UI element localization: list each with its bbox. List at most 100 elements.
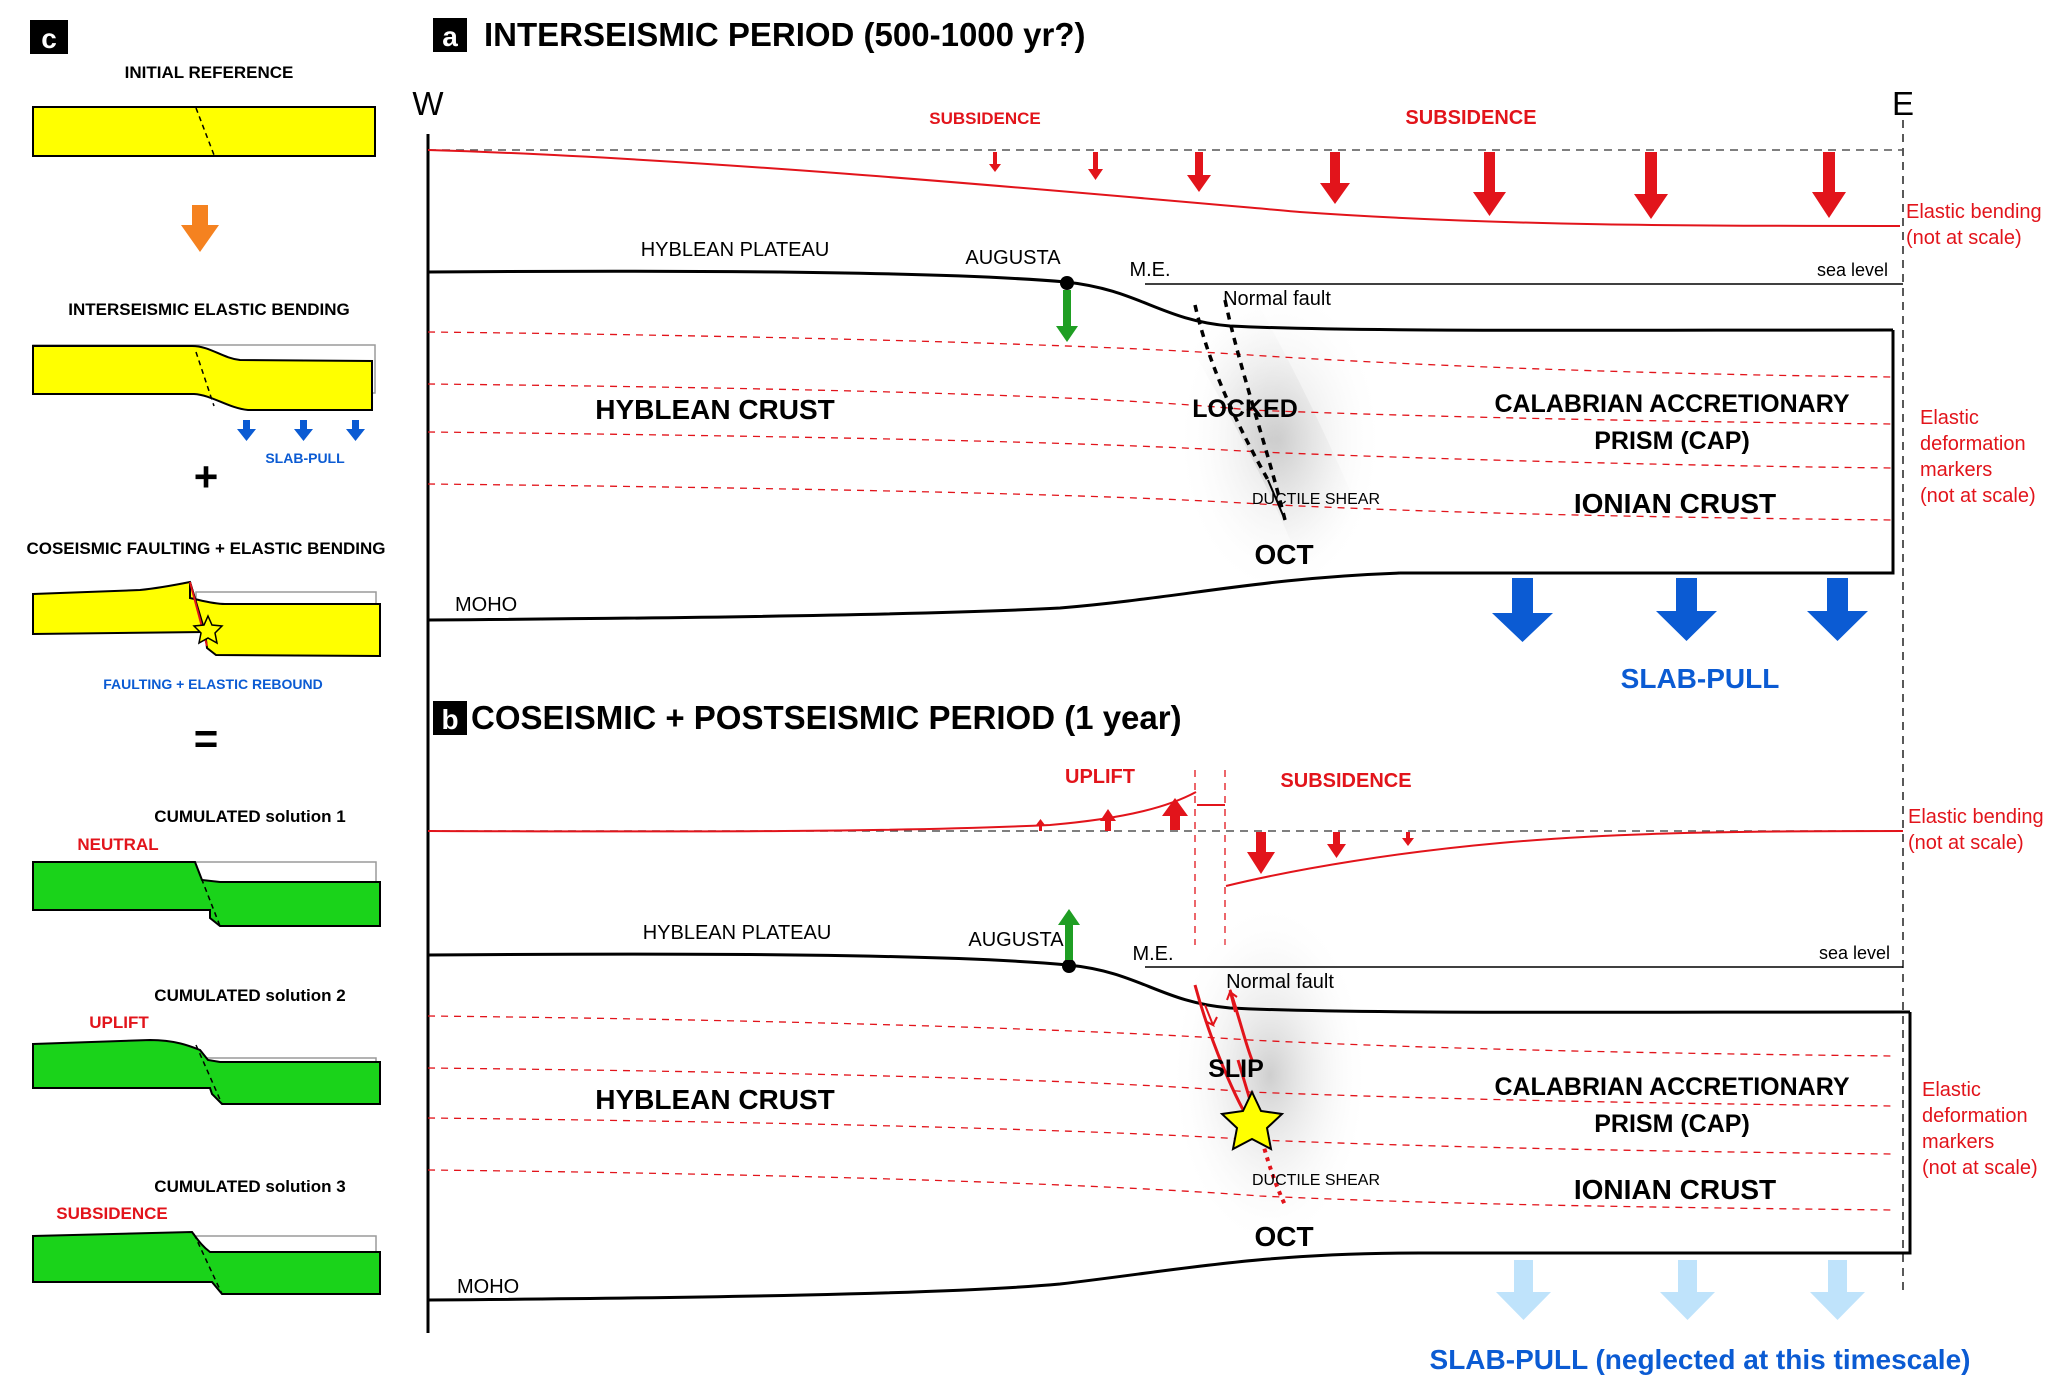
a-locked-label: LOCKED — [1192, 395, 1298, 423]
b-slip-arrow-left — [1204, 1004, 1218, 1028]
a-slab-pull-arrows — [1492, 578, 1868, 642]
a-markers-line2: deformation — [1920, 433, 2026, 455]
red-down-arrow — [1088, 152, 1103, 180]
b-sea-level-label: sea level — [1819, 943, 1890, 963]
a-fault-tip — [1267, 479, 1286, 521]
solution1-label: CUMULATED solution 1 — [154, 807, 345, 826]
small-blue-arrow — [346, 420, 365, 441]
a-cap-line1: CALABRIAN ACCRETIONARY — [1494, 390, 1849, 418]
small-blue-arrow — [294, 420, 313, 441]
red-down-arrow — [1247, 832, 1275, 874]
small-blue-arrow — [237, 420, 256, 441]
b-oct-label: OCT — [1254, 1221, 1313, 1252]
b-markers-line4: (not at scale) — [1922, 1157, 2038, 1179]
a-augusta-point — [1060, 276, 1074, 290]
coseismic-footwall-block — [32, 580, 207, 636]
panel-b-title: COSEISMIC + POSTSEISMIC PERIOD (1 year) — [471, 699, 1182, 736]
b-fault-dotted — [1260, 1139, 1287, 1206]
b-fault-zone-shading — [1170, 900, 1370, 1250]
a-subsidence-arrows — [989, 152, 1846, 219]
a-markers-line1: Elastic — [1920, 407, 1979, 429]
a-me-label: M.E. — [1129, 259, 1170, 281]
solution3-label: CUMULATED solution 3 — [154, 1177, 345, 1196]
coseismic-star-icon — [192, 614, 224, 645]
a-elastic-bending-line2: (not at scale) — [1906, 227, 2022, 249]
a-markers-line4: (not at scale) — [1920, 485, 2036, 507]
a-ionian-crust: IONIAN CRUST — [1574, 488, 1776, 519]
b-markers-line3: markers — [1922, 1131, 1994, 1153]
a-subsidence-large: SUBSIDENCE — [1405, 107, 1536, 129]
interseismic-bending-label: INTERSEISMIC ELASTIC BENDING — [68, 300, 349, 319]
solution2-label: CUMULATED solution 2 — [154, 986, 345, 1005]
marker-line — [427, 331, 1894, 378]
coseismic-faulting-label: COSEISMIC FAULTING + ELASTIC BENDING — [26, 539, 385, 558]
b-moho-line — [427, 1251, 1421, 1302]
solution2-state: UPLIFT — [89, 1013, 149, 1032]
a-topographic-surface — [427, 269, 1894, 332]
solution3-fault — [193, 1233, 223, 1295]
a-markers-line3: markers — [1920, 459, 1992, 481]
light-blue-down-arrow — [1660, 1260, 1715, 1320]
initial-reference-label: INITIAL REFERENCE — [125, 63, 294, 82]
panel-b-badge-label: b — [441, 704, 458, 735]
b-subsidence-curve — [1225, 830, 1904, 887]
b-elastic-bending-line2: (not at scale) — [1908, 832, 2024, 854]
plus-sign: + — [194, 453, 219, 500]
b-slip-arrow-right — [1226, 988, 1238, 1013]
b-normal-fault-label: Normal fault — [1226, 971, 1334, 993]
faulting-rebound-label: FAULTING + ELASTIC REBOUND — [103, 676, 322, 692]
a-prism-box — [1400, 330, 1895, 575]
red-down-arrow — [1402, 832, 1414, 846]
b-fault-slip-line-3 — [1236, 1059, 1252, 1101]
b-fault-slip-line-2 — [1228, 989, 1254, 1061]
solution1-fault — [194, 861, 221, 927]
light-blue-down-arrow — [1810, 1260, 1865, 1320]
equals-sign: = — [194, 715, 219, 762]
b-markers-line1: Elastic — [1922, 1079, 1981, 1101]
b-ductile-shear: DUCTILE SHEAR — [1252, 1172, 1380, 1189]
b-elastic-bending-line1: Elastic bending — [1908, 806, 2044, 828]
red-down-arrow — [1327, 832, 1346, 858]
b-uplift-curve — [427, 791, 1197, 833]
solution1-state: NEUTRAL — [77, 835, 158, 854]
a-augusta-label: AUGUSTA — [965, 247, 1061, 269]
b-markers-line2: deformation — [1922, 1105, 2028, 1127]
b-prism-box — [1420, 1012, 1912, 1255]
a-subsidence-small: SUBSIDENCE — [929, 109, 1040, 128]
a-hyblean-plateau: HYBLEAN PLATEAU — [641, 239, 830, 261]
marker-line — [427, 1169, 1894, 1211]
red-down-arrow — [1812, 152, 1846, 218]
blue-down-arrow — [1492, 578, 1553, 642]
orange-down-arrow — [181, 205, 219, 252]
marker-line — [427, 1067, 1894, 1107]
interseismic-bent-block — [32, 345, 373, 411]
b-augusta-green-arrow — [1058, 909, 1080, 960]
b-topographic-surface — [427, 952, 1911, 1014]
interseismic-fault — [195, 351, 215, 407]
b-uplift-arrows — [1036, 798, 1188, 831]
panel-b: b COSEISMIC + POSTSEISMIC PERIOD (1 year… — [427, 699, 2044, 1375]
b-cap-line2: PRISM (CAP) — [1594, 1110, 1750, 1138]
a-normal-fault-2 — [1223, 299, 1287, 521]
a-normal-fault-label: Normal fault — [1223, 288, 1331, 310]
marker-line — [427, 1015, 1894, 1057]
solution3-state: SUBSIDENCE — [56, 1204, 167, 1223]
red-up-arrow — [1036, 819, 1045, 831]
red-down-arrow — [989, 152, 1001, 172]
b-earthquake-star-icon — [1219, 1089, 1285, 1151]
blue-down-arrow — [1807, 578, 1868, 641]
slab-pull-small-arrows — [237, 420, 365, 441]
solution3-block — [32, 1230, 381, 1295]
red-up-arrow — [1100, 809, 1116, 831]
marker-line — [427, 383, 1894, 425]
panel-b-badge — [433, 701, 467, 735]
blue-down-arrow — [1656, 578, 1717, 641]
b-slab-pull-label: SLAB-PULL (neglected at this timescale) — [1430, 1344, 1971, 1375]
b-hyblean-crust: HYBLEAN CRUST — [595, 1084, 835, 1115]
light-blue-down-arrow — [1496, 1260, 1551, 1320]
panel-c-badge — [30, 20, 68, 54]
red-down-arrow — [1320, 152, 1350, 204]
a-sea-level-label: sea level — [1817, 260, 1888, 280]
